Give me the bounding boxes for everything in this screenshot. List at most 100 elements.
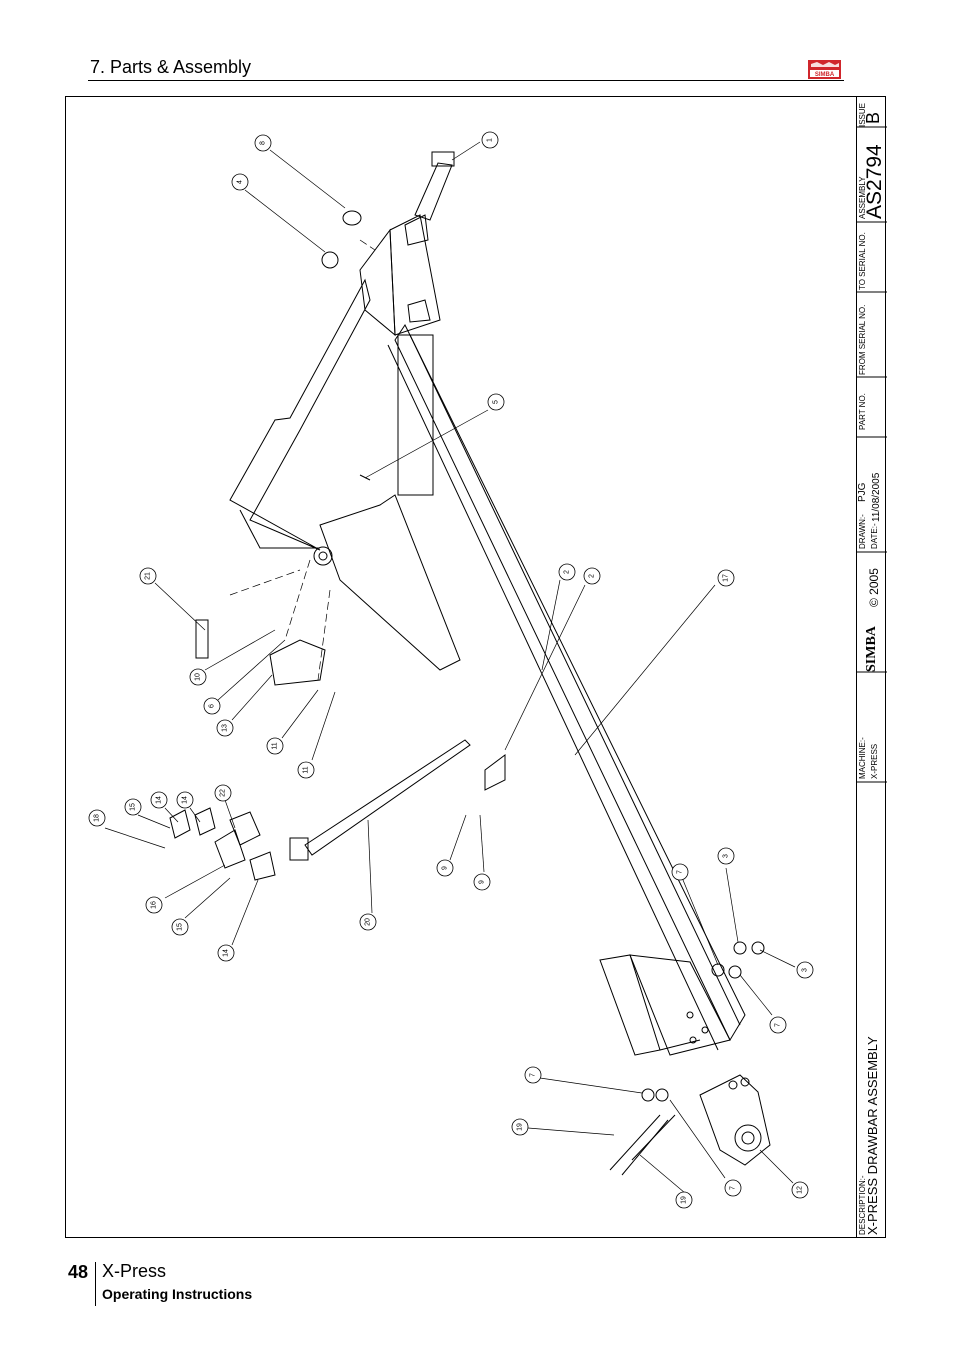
towing-eye <box>699 1074 771 1166</box>
callout-balloon: 1 <box>481 131 499 149</box>
balloon-number: 13 <box>222 724 229 732</box>
callout-balloon: 14 <box>217 944 235 962</box>
header-rule <box>88 80 844 81</box>
callout-balloon: 13 <box>216 719 234 737</box>
balloon-number: 11 <box>272 742 279 749</box>
hitch-box <box>629 954 731 1056</box>
balloon-circle <box>583 567 601 585</box>
drawing-frame <box>65 96 886 1238</box>
drawbar-main-beam <box>394 324 746 1042</box>
drawbar-top-box <box>389 214 441 336</box>
issue-value: B <box>863 111 883 124</box>
balloon-circle <box>203 697 221 715</box>
balloon-number: 6 <box>209 704 216 708</box>
date-label: DATE:- <box>870 523 879 549</box>
balloon-circle <box>558 563 576 581</box>
balloon-number: 19 <box>517 1123 524 1131</box>
balloon-circle <box>511 1118 529 1136</box>
product-name: X-Press <box>102 1261 167 1281</box>
balloon-number: 12 <box>797 1186 804 1194</box>
balloon-number: 14 <box>182 796 189 804</box>
footer-divider <box>95 1262 96 1306</box>
callout-balloon: 14 <box>176 791 194 809</box>
balloon-number: 20 <box>365 918 372 926</box>
balloon-number: 22 <box>220 789 227 797</box>
balloon-circle <box>297 761 315 779</box>
date-value: 11/08/2005 <box>871 472 882 522</box>
simba-logo: SIMBA <box>808 60 841 79</box>
callout-balloon: 7 <box>524 1066 542 1084</box>
callout-balloon: 8 <box>254 134 272 152</box>
balloon-circle <box>216 719 234 737</box>
balloon-circle <box>769 1016 787 1034</box>
callout-balloon: 6 <box>203 697 221 715</box>
callout-balloon: 10 <box>189 668 207 686</box>
section-title: 7. Parts & Assembly <box>90 57 252 77</box>
callout-balloon: 14 <box>150 791 168 809</box>
callout-balloon: 12 <box>791 1181 809 1199</box>
balloon-circle <box>717 569 735 587</box>
manual-subtitle: Operating Instructions <box>102 1286 253 1302</box>
drawbar-side-arm <box>229 278 371 551</box>
callout-balloon: 2 <box>558 563 576 581</box>
callout-balloon: 7 <box>671 863 689 881</box>
balloon-number: 7 <box>730 1186 737 1190</box>
callout-balloon: 15 <box>171 918 189 936</box>
balloon-number: 3 <box>802 968 809 972</box>
simba-brand: SIMBA <box>864 626 879 672</box>
callout-balloon: 7 <box>769 1016 787 1034</box>
balloon-number: 7 <box>677 870 684 874</box>
balloon-circle <box>796 961 814 979</box>
balloon-number: 5 <box>493 400 500 404</box>
balloon-circle <box>254 134 272 152</box>
balloon-number: 11 <box>303 766 310 773</box>
from-serial-label: FROM SERIAL NO. <box>858 304 867 375</box>
balloon-circle <box>171 918 189 936</box>
description-value: X-PRESS DRAWBAR ASSEMBLY <box>865 1036 880 1235</box>
callout-balloon: 9 <box>436 859 454 877</box>
balloon-circle <box>176 791 194 809</box>
balloon-circle <box>150 791 168 809</box>
balloon-number: 9 <box>442 866 449 870</box>
balloon-number: 19 <box>681 1196 688 1204</box>
balloon-number: 15 <box>177 923 184 931</box>
callout-balloon: 3 <box>717 847 735 865</box>
balloon-number: 3 <box>723 854 730 858</box>
balloon-number: 8 <box>260 141 267 145</box>
part-no-label: PART NO. <box>858 393 867 430</box>
page-number: 48 <box>68 1262 89 1282</box>
balloon-number: 1 <box>487 138 494 142</box>
balloon-circle <box>481 131 499 149</box>
balloon-circle <box>524 1066 542 1084</box>
link-arm-20 <box>304 739 471 856</box>
balloon-number: 15 <box>130 803 137 811</box>
callout-balloon: 19 <box>675 1191 693 1209</box>
balloon-number: 4 <box>237 180 244 184</box>
balloon-number: 10 <box>195 673 202 681</box>
to-serial-label: TO SERIAL NO. <box>858 232 867 290</box>
pin-1 <box>414 162 453 221</box>
balloon-circle <box>139 567 157 585</box>
balloon-number: 2 <box>589 574 596 578</box>
balloon-number: 16 <box>151 901 158 909</box>
svg-text:SIMBA: SIMBA <box>815 72 835 78</box>
title-block: ISSUE B ASSEMBLY AS2794 TO SERIAL NO. FR… <box>856 97 887 1237</box>
balloon-number: 2 <box>564 570 571 574</box>
balloon-circle <box>791 1181 809 1199</box>
drawn-value: PJG <box>857 482 868 502</box>
assembly-number: AS2794 <box>863 144 886 219</box>
callout-balloon: 11 <box>266 737 284 755</box>
balloon-circle <box>717 847 735 865</box>
callout-balloon: 11 <box>297 761 315 779</box>
machine-label: MACHINE:- <box>858 737 867 779</box>
callout-balloon: 2 <box>583 567 601 585</box>
callout-balloon: 4 <box>231 173 249 191</box>
callout-balloon: 22 <box>214 784 232 802</box>
balloon-circle <box>217 944 235 962</box>
balloon-circle <box>675 1191 693 1209</box>
copyright-text: © 2005 <box>867 568 881 607</box>
balloon-circle <box>189 668 207 686</box>
balloon-circle <box>436 859 454 877</box>
callout-balloon: 21 <box>139 567 157 585</box>
